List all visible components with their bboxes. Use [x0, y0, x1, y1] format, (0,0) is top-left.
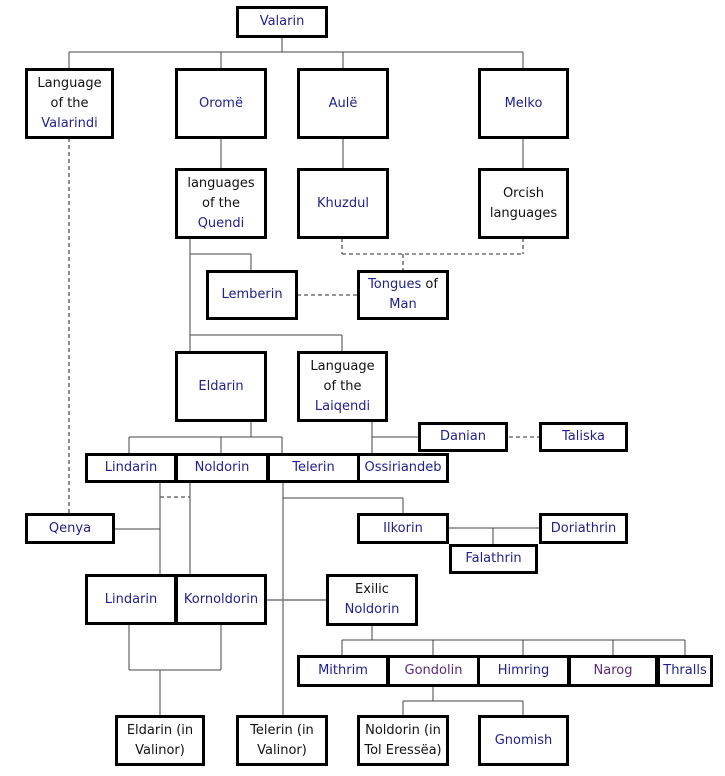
node-eldarin[interactable]: Eldarin	[175, 351, 267, 422]
node-falathrin[interactable]: Falathrin	[449, 544, 538, 574]
node-eldarin-valinor-line2: Valinor)	[135, 742, 185, 758]
node-narog[interactable]: Narog	[568, 655, 658, 687]
node-lemberin[interactable]: Lemberin	[206, 270, 298, 320]
node-danian[interactable]: Danian	[418, 422, 508, 452]
node-qenya-label: Qenya	[48, 520, 92, 536]
node-man-link[interactable]: Man	[389, 297, 417, 312]
node-valarindi-line1: Language	[37, 75, 102, 91]
node-gondolin-label: Gondolin	[404, 663, 463, 678]
node-gnomish-label: Gnomish	[494, 732, 553, 748]
node-lindarin-2-label: Lindarin	[104, 591, 158, 607]
node-qenya[interactable]: Qenya	[25, 513, 115, 544]
node-exilic-link[interactable]: Noldorin	[344, 602, 400, 617]
node-quendi-link[interactable]: Quendi	[197, 215, 245, 231]
node-valarindi-line2: of the	[50, 95, 89, 111]
node-danian-label: Danian	[439, 429, 487, 444]
node-quendi-line1: languages	[187, 175, 255, 191]
node-gondolin[interactable]: Gondolin	[387, 655, 480, 687]
node-noldorin[interactable]: Noldorin	[175, 453, 269, 483]
node-thralls-label: Thralls	[663, 663, 707, 678]
node-lindarin-2[interactable]: Lindarin	[85, 574, 177, 625]
node-lindarin-label: Lindarin	[104, 460, 158, 475]
node-thralls[interactable]: Thralls	[657, 655, 713, 687]
node-eldarin-label: Eldarin	[198, 378, 244, 394]
node-valarindi[interactable]: Language of the Valarindi	[25, 68, 114, 139]
node-noldorin-tol-line1: Noldorin (in	[365, 722, 441, 738]
node-mithrim[interactable]: Mithrim	[297, 655, 389, 687]
node-valarindi-link[interactable]: Valarindi	[41, 115, 98, 131]
node-orcish[interactable]: Orcish languages	[478, 168, 569, 239]
node-himring-label: Himring	[497, 663, 550, 678]
node-orcish-line2: languages	[489, 205, 558, 221]
node-melko[interactable]: Melko	[478, 68, 569, 139]
node-khuzdul[interactable]: Khuzdul	[297, 168, 389, 239]
node-taliska-label: Taliska	[561, 429, 606, 444]
node-exilic-line1: Exilic	[355, 582, 389, 597]
node-mithrim-label: Mithrim	[318, 663, 368, 678]
node-valarin[interactable]: Valarin	[236, 6, 328, 38]
node-doriathrin[interactable]: Doriathrin	[539, 513, 628, 544]
node-gnomish[interactable]: Gnomish	[478, 715, 569, 766]
node-himring[interactable]: Himring	[477, 655, 570, 687]
node-laiqendi-link[interactable]: Laiqendi	[314, 398, 371, 414]
node-telerin-label: Telerin	[292, 460, 335, 475]
node-noldorin-tol-line2: Tol Eressëa)	[364, 742, 442, 758]
node-aule[interactable]: Aulë	[297, 68, 389, 139]
node-noldorin-tol-eressea[interactable]: Noldorin (in Tol Eressëa)	[357, 715, 449, 766]
node-eldarin-valinor-line1: Eldarin (in	[126, 722, 194, 738]
node-telerin-valinor-line2: Valinor)	[257, 742, 307, 758]
node-melko-label: Melko	[504, 95, 543, 111]
node-noldorin-label: Noldorin	[194, 460, 250, 475]
node-kornoldorin[interactable]: Kornoldorin	[175, 574, 267, 625]
node-ilkorin-label: Ilkorin	[383, 520, 423, 536]
node-quendi-line2: of the	[202, 195, 240, 211]
node-valarin-label: Valarin	[259, 14, 305, 29]
node-telerin-valinor[interactable]: Telerin (in Valinor)	[236, 715, 328, 766]
node-ilkorin[interactable]: Ilkorin	[357, 513, 449, 544]
node-telerin[interactable]: Telerin	[267, 453, 360, 483]
node-ossiriandeb-label: Ossiriandeb	[364, 460, 442, 475]
node-eldarin-valinor[interactable]: Eldarin (in Valinor)	[115, 715, 205, 766]
node-telerin-valinor-line1: Telerin (in	[250, 722, 314, 738]
node-doriathrin-label: Doriathrin	[550, 520, 617, 536]
node-laiqendi-line2: of the	[323, 378, 362, 394]
node-tongues-of: of	[421, 277, 438, 292]
node-kornoldorin-label: Kornoldorin	[183, 591, 259, 607]
node-exilic-noldorin[interactable]: Exilic Noldorin	[326, 574, 418, 626]
node-laiqendi-line1: Language	[310, 358, 375, 374]
node-orome[interactable]: Oromë	[175, 68, 267, 139]
node-ossiriandeb[interactable]: Ossiriandeb	[357, 453, 449, 483]
node-orcish-line1: Orcish	[502, 185, 545, 201]
node-orome-label: Oromë	[199, 95, 243, 111]
node-laiqendi[interactable]: Language of the Laiqendi	[297, 351, 388, 422]
node-lindarin[interactable]: Lindarin	[85, 453, 177, 483]
node-tongues-of-man[interactable]: Tongues of Man	[357, 270, 449, 320]
node-khuzdul-label: Khuzdul	[317, 195, 369, 211]
node-taliska[interactable]: Taliska	[539, 422, 628, 452]
node-tongues-link[interactable]: Tongues	[368, 277, 422, 292]
node-quendi[interactable]: languages of the Quendi	[175, 168, 267, 239]
node-falathrin-label: Falathrin	[465, 551, 522, 566]
node-aule-label: Aulë	[328, 95, 358, 111]
node-narog-label: Narog	[593, 663, 633, 678]
node-lemberin-label: Lemberin	[221, 287, 283, 302]
